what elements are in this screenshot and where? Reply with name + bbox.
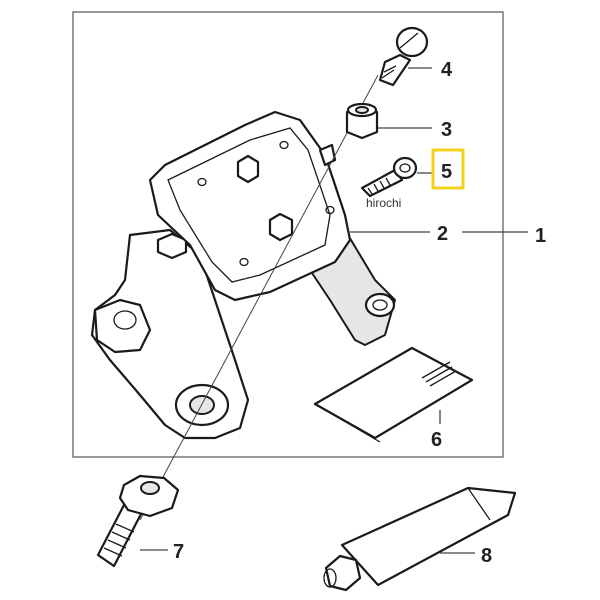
- callout-1: 1: [535, 225, 546, 247]
- callout-2: 2: [437, 223, 448, 245]
- grease-tube-part: [323, 486, 517, 592]
- callout-6: 6: [431, 429, 442, 451]
- assembly-frame: [72, 11, 504, 458]
- spacer-part: [345, 102, 379, 140]
- callout-3: 3: [441, 119, 452, 141]
- long-bolt-part: [96, 474, 180, 568]
- callout-8: 8: [481, 545, 492, 567]
- instruction-card: [313, 346, 474, 443]
- watermark-text: hirochi: [366, 196, 401, 210]
- assembly-axis: [139, 74, 379, 521]
- callout-5: 5: [441, 161, 452, 183]
- callout-4: 4: [441, 59, 453, 81]
- bolt-part: [378, 26, 429, 87]
- callout-5-highlight: [431, 148, 465, 190]
- bracket-part: [90, 110, 396, 440]
- screw-part: [360, 156, 418, 198]
- callout-7: 7: [173, 541, 184, 563]
